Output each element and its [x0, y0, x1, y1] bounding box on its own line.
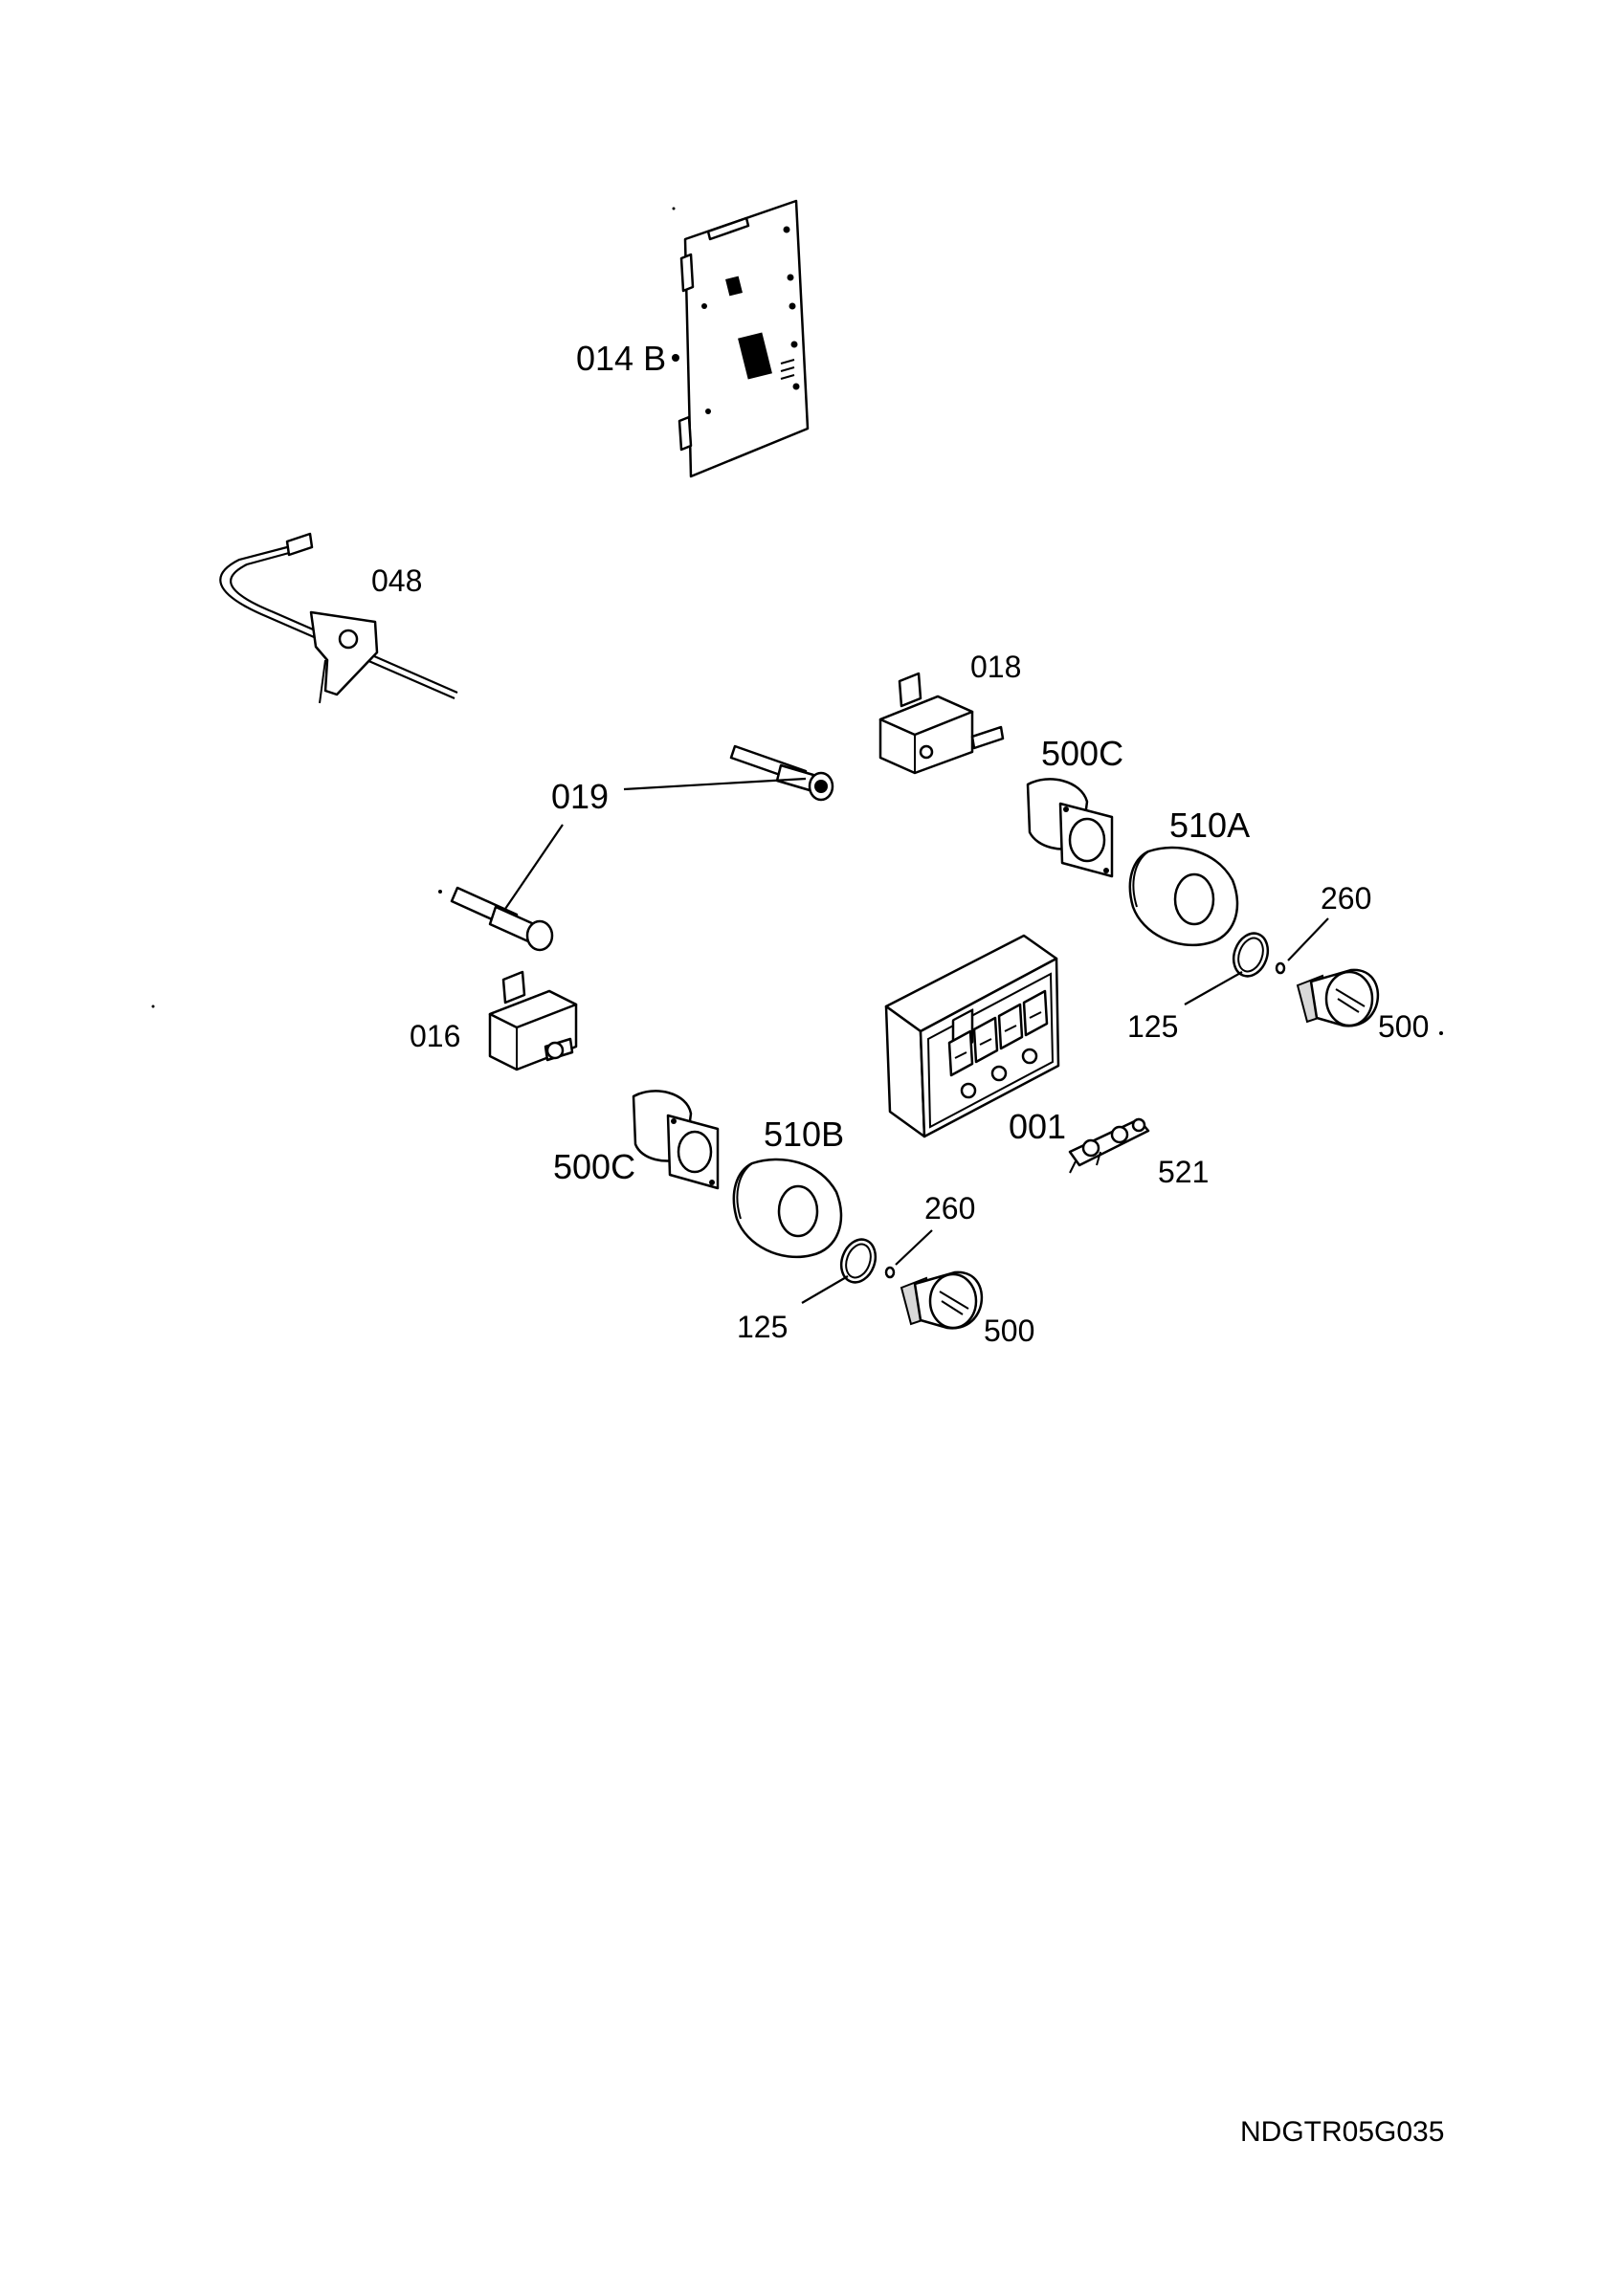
leader-019-lower: [504, 824, 564, 910]
rotary-switch-left-part: [488, 970, 578, 1071]
knob-holder-left-part: [632, 1090, 720, 1190]
spring-right-part: [1275, 961, 1286, 975]
label-260-right: 260: [1321, 881, 1371, 916]
scan-speck: [672, 207, 676, 210]
bezel-ring-left-part: [732, 1158, 843, 1259]
leader-dot-014b: [672, 354, 679, 362]
spring-left-part: [884, 1266, 896, 1279]
control-knob-right-part: [1296, 968, 1380, 1027]
electronic-timer-part: [884, 934, 1060, 1138]
label-018: 018: [970, 650, 1021, 684]
label-125-left: 125: [737, 1310, 788, 1344]
label-260-left: 260: [924, 1191, 975, 1225]
label-510a: 510A: [1169, 806, 1250, 845]
leader-125-right: [1184, 971, 1243, 1005]
label-048: 048: [371, 563, 422, 598]
leader-125-left: [801, 1275, 849, 1304]
label-125-right: 125: [1127, 1009, 1178, 1044]
scan-speck: [151, 1004, 155, 1008]
bezel-ring-right-part: [1128, 846, 1239, 947]
leader-260-right: [1287, 917, 1329, 961]
label-019: 019: [551, 777, 609, 816]
label-521: 521: [1158, 1155, 1209, 1189]
label-500-left: 500: [984, 1314, 1034, 1348]
label-500-right: 500: [1378, 1009, 1429, 1044]
indicator-lamp-lower-part: [438, 886, 554, 952]
label-014b: 014 B: [576, 339, 666, 378]
clip-connector-part: [1068, 1117, 1150, 1174]
washer-right-part: [1232, 932, 1270, 978]
knob-holder-right-part: [1026, 778, 1114, 878]
label-001: 001: [1009, 1107, 1066, 1146]
rotary-switch-right-part: [878, 672, 1005, 775]
temperature-probe-part: [219, 532, 458, 704]
label-500c-right: 500C: [1041, 734, 1123, 773]
leader-260-left: [895, 1229, 933, 1266]
drawing-code: NDGTR05G035: [1240, 2116, 1445, 2148]
label-500c-left: 500C: [553, 1147, 635, 1186]
circuit-board-part: [678, 199, 810, 478]
label-016: 016: [410, 1019, 460, 1053]
indicator-lamp-upper-part: [729, 744, 834, 802]
washer-left-part: [839, 1238, 878, 1284]
label-510b: 510B: [764, 1115, 844, 1154]
leader-019-upper: [623, 777, 807, 791]
control-knob-left-part: [900, 1270, 984, 1330]
